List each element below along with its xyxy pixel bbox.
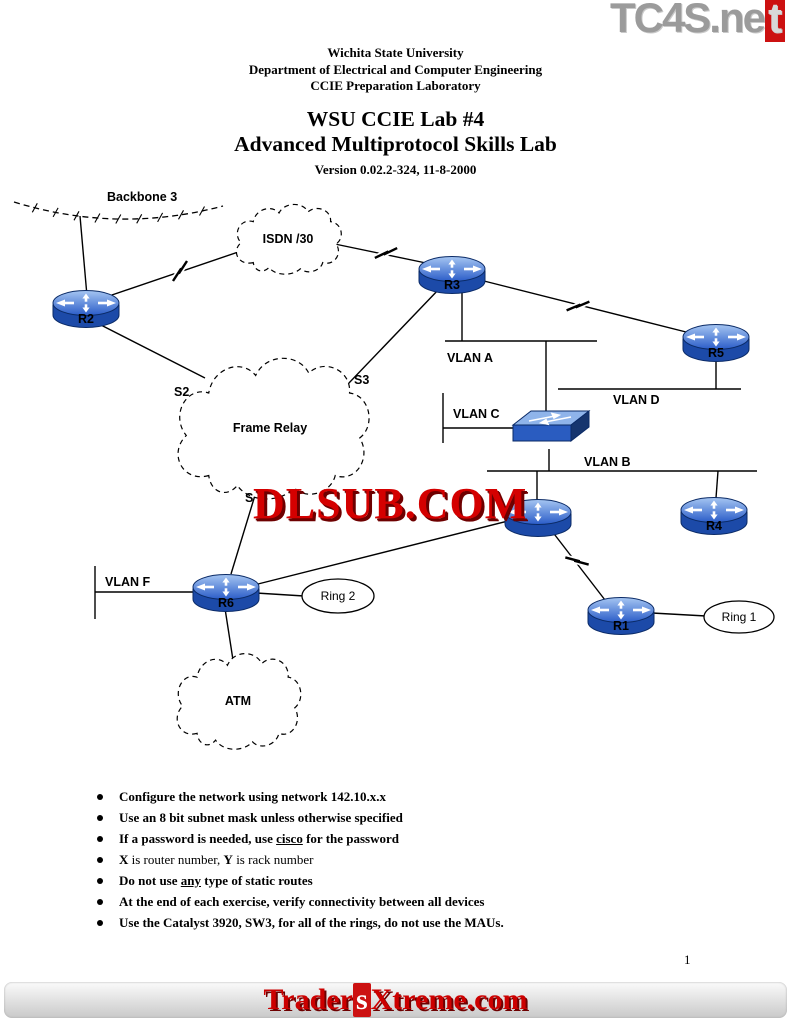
vlan-a-label: VLAN A: [447, 351, 493, 365]
list-item: X is router number, Y is rack number: [95, 853, 735, 866]
backbone-segment: [13, 201, 224, 224]
watermark-traders-boxed-letter: s: [352, 983, 371, 1017]
org-name: Wichita State University: [327, 45, 464, 60]
atm-label: ATM: [225, 694, 251, 708]
serial-s3-label: S3: [354, 373, 369, 387]
version-label: Version 0.02.2-324, 11-8-2000: [314, 161, 477, 177]
lab-subtitle: Advanced Multiprotocol Skills Lab: [234, 131, 557, 156]
router-r3-label: R3: [444, 278, 460, 292]
bolt-icon: [567, 297, 590, 315]
watermark-tc4s: TC4S.net: [610, 0, 785, 42]
list-item: At the end of each exercise, verify conn…: [95, 895, 735, 908]
list-item: If a password is needed, use cisco for t…: [95, 832, 735, 845]
router-r6-label: R6: [218, 596, 234, 610]
watermark-dlsub: DLSUB.COM: [253, 479, 528, 528]
ring2-node: Ring 2: [301, 578, 375, 614]
backbone-label: Backbone 3: [107, 190, 177, 204]
instruction-text: is rack number: [232, 852, 314, 867]
instruction-text: If a password is needed, use: [119, 831, 277, 846]
isdn-label: ISDN /30: [263, 232, 314, 246]
router-r4-label: R4: [706, 519, 722, 533]
serial-s-partial-label: S: [245, 491, 253, 505]
org-lab: CCIE Preparation Laboratory: [310, 78, 481, 93]
document-header: Wichita State University Department of E…: [0, 45, 791, 178]
list-item: Do not use any type of static routes: [95, 874, 735, 887]
ring1-node: Ring 1: [703, 600, 775, 634]
instruction-text: for the password: [302, 831, 400, 846]
list-item: Configure the network using network 142.…: [95, 790, 735, 803]
list-item: Use an 8 bit subnet mask unless otherwis…: [95, 811, 735, 824]
instruction-text-underlined: any: [180, 873, 201, 888]
vlan-c-label: VLAN C: [453, 407, 500, 421]
vlan-f-label: VLAN F: [105, 575, 151, 589]
instructions-list: Configure the network using network 142.…: [95, 790, 735, 937]
instruction-text: At the end of each exercise, verify conn…: [119, 894, 485, 909]
instruction-text: is router number,: [128, 852, 224, 867]
instruction-text: Configure the network using network 142.…: [119, 789, 386, 804]
instruction-text-underlined: cisco: [276, 831, 303, 846]
watermark-tc4s-boxed-letter: t: [765, 0, 785, 42]
instruction-text: Use the Catalyst 3920, SW3, for all of t…: [119, 915, 504, 930]
router-r5-label: R5: [708, 346, 724, 360]
page-number: 1: [684, 952, 691, 967]
vlan-b-label: VLAN B: [584, 455, 631, 469]
ring2-label: Ring 2: [321, 589, 356, 603]
instruction-text: Use an 8 bit subnet mask unless otherwis…: [119, 810, 403, 825]
instruction-text: type of static routes: [201, 873, 313, 888]
watermark-traders-text: Xtreme.com: [370, 983, 528, 1016]
title-block: WSU CCIE Lab #4 Advanced Multiprotocol S…: [0, 107, 791, 178]
switch-icon: [512, 410, 590, 442]
instruction-text: Do not use: [119, 873, 181, 888]
serial-s2-label: S2: [174, 385, 189, 399]
instruction-text: Y: [223, 852, 233, 867]
link-lines: [79, 215, 757, 661]
list-item: Use the Catalyst 3920, SW3, for all of t…: [95, 916, 735, 929]
instruction-text: X: [119, 852, 129, 867]
watermark-traders-text: Trader: [263, 983, 353, 1016]
bolt-icon: [168, 261, 192, 281]
router-r2-label: R2: [78, 312, 94, 326]
vlan-d-label: VLAN D: [613, 393, 660, 407]
lab-title: WSU CCIE Lab #4: [306, 106, 485, 131]
org-department: Department of Electrical and Computer En…: [248, 61, 543, 77]
watermark-tc4s-text: TC4S.ne: [609, 0, 766, 41]
router-r1-label: R1: [613, 619, 629, 633]
ring1-label: Ring 1: [722, 610, 757, 624]
frame-relay-label: Frame Relay: [233, 421, 307, 435]
